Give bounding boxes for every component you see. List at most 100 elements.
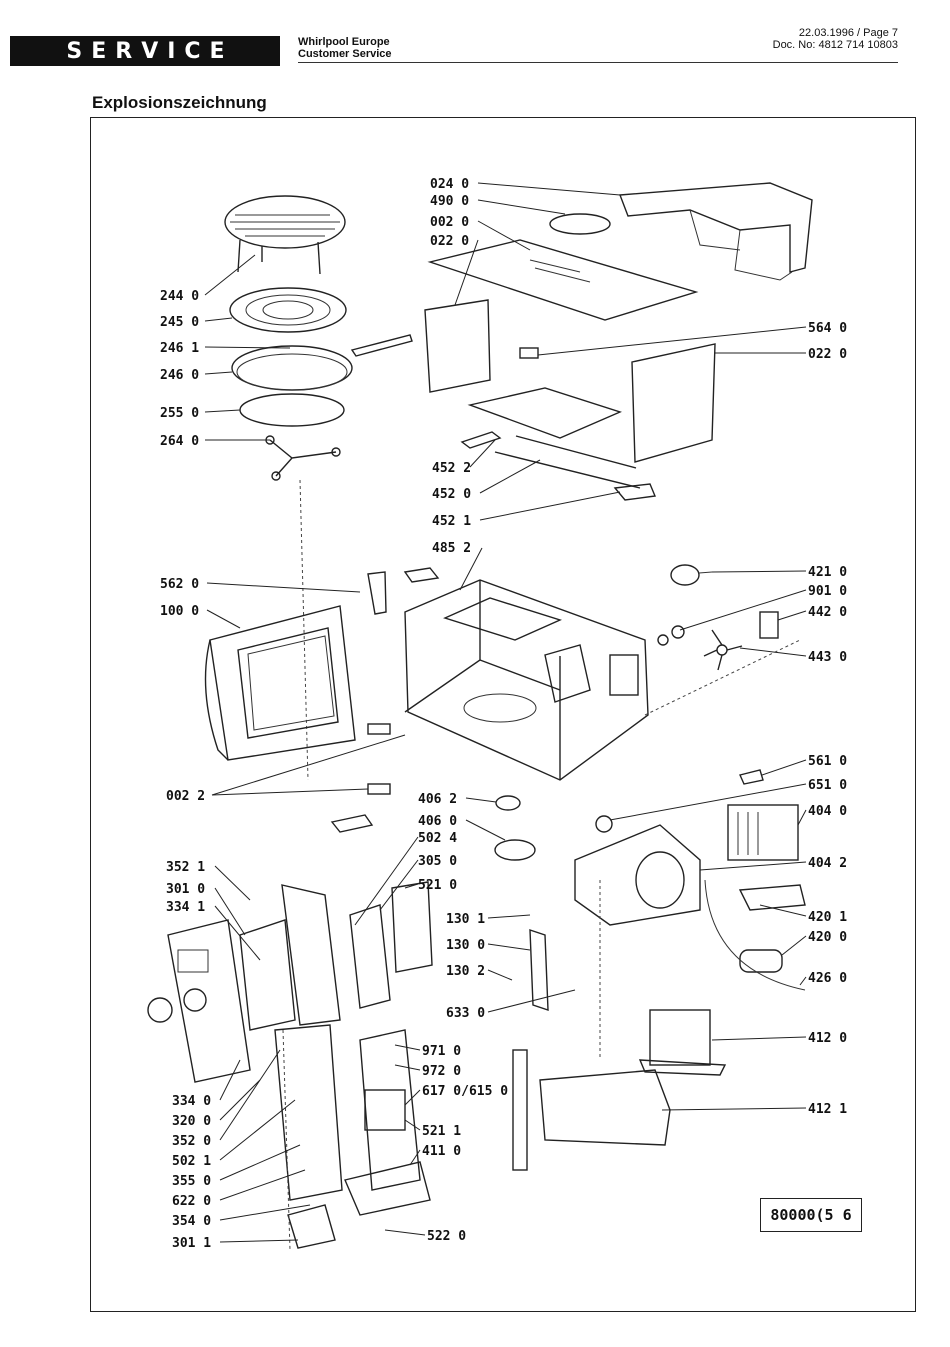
relays-617 <box>364 1089 406 1131</box>
base-plate <box>539 1069 671 1146</box>
fan-blade <box>703 629 743 671</box>
label-490-0: 490 0 <box>430 194 469 209</box>
label-617-0-615-0: 617 0/615 0 <box>422 1084 508 1099</box>
label-354-0: 354 0 <box>172 1214 211 1229</box>
switch-301-1 <box>287 1204 336 1249</box>
coupler-406-2 <box>495 795 521 811</box>
label-562-0: 562 0 <box>160 577 199 592</box>
relay-board <box>359 1029 421 1191</box>
label-404-2: 404 2 <box>808 856 847 871</box>
label-022-0-b: 022 0 <box>808 347 847 362</box>
label-002-2: 002 2 <box>166 789 205 804</box>
label-024-0: 024 0 <box>430 177 469 192</box>
company-line-2: Customer Service <box>298 48 392 60</box>
label-485-2: 485 2 <box>432 541 471 556</box>
label-622-0: 622 0 <box>172 1194 211 1209</box>
service-banner: SERVICE <box>10 36 280 66</box>
label-130-0: 130 0 <box>446 938 485 953</box>
grill-rack <box>224 195 346 275</box>
turntable-tray <box>231 345 353 391</box>
label-245-0: 245 0 <box>160 315 199 330</box>
label-255-0: 255 0 <box>160 406 199 421</box>
label-264-0: 264 0 <box>160 434 199 449</box>
magnetron <box>727 804 799 861</box>
label-564-0: 564 0 <box>808 321 847 336</box>
label-502-4: 502 4 <box>418 831 457 846</box>
label-130-1: 130 1 <box>446 912 485 927</box>
label-651-0: 651 0 <box>808 778 847 793</box>
seal-strip <box>512 1049 528 1171</box>
fan-motor <box>670 564 713 586</box>
section-title: Explosionszeichnung <box>92 93 267 112</box>
label-406-2: 406 2 <box>418 792 457 807</box>
label-411-0: 411 0 <box>422 1144 461 1159</box>
roller-support <box>265 435 341 481</box>
label-022-0-a: 022 0 <box>430 234 469 249</box>
pcb-352-1 <box>281 884 341 1026</box>
label-420-1: 420 1 <box>808 910 847 925</box>
latch-plate-lower <box>367 783 391 795</box>
rod-452 <box>494 451 641 489</box>
fuse-651 <box>595 815 613 833</box>
clip-564 <box>519 347 539 359</box>
bushing-901 <box>657 634 669 646</box>
terminal-block <box>344 1161 431 1216</box>
doc-number: Doc. No: 4812 714 10803 <box>772 39 898 51</box>
diagram-frame <box>90 117 916 1312</box>
waveguide-cover <box>549 213 611 235</box>
label-404-0: 404 0 <box>808 804 847 819</box>
oven-cavity <box>404 579 649 781</box>
bracket-301 <box>239 919 296 1031</box>
bracket-420-1 <box>738 884 806 911</box>
glass-plate <box>239 393 345 427</box>
label-355-0: 355 0 <box>172 1174 211 1189</box>
label-130-2: 130 2 <box>446 964 485 979</box>
label-972-0: 972 0 <box>422 1064 461 1079</box>
label-305-0: 305 0 <box>418 854 457 869</box>
capacitor <box>739 949 783 973</box>
label-901-0: 901 0 <box>808 584 847 599</box>
label-522-0: 522 0 <box>427 1229 466 1244</box>
label-244-0: 244 0 <box>160 289 199 304</box>
label-246-1: 246 1 <box>160 341 199 356</box>
label-100-0: 100 0 <box>160 604 199 619</box>
door-hinge <box>367 571 387 615</box>
pcb-521 <box>391 881 433 973</box>
main-board-502 <box>274 1024 343 1201</box>
transformer <box>638 1009 727 1076</box>
label-561-0: 561 0 <box>808 754 847 769</box>
label-421-0: 421 0 <box>808 565 847 580</box>
label-352-1: 352 1 <box>166 860 205 875</box>
label-443-0: 443 0 <box>808 650 847 665</box>
label-301-0: 301 0 <box>166 882 205 897</box>
crisp-plate <box>229 287 347 333</box>
label-521-1: 521 1 <box>422 1124 461 1139</box>
stirrer-cover <box>467 387 622 439</box>
label-352-0: 352 0 <box>172 1134 211 1149</box>
pcb-305 <box>349 904 391 1009</box>
clip-561 <box>739 769 764 785</box>
label-406-0: 406 0 <box>418 814 457 829</box>
date-page: 22.03.1996 / Page 7 <box>798 27 898 39</box>
label-334-0: 334 0 <box>172 1094 211 1109</box>
leader-lines <box>204 182 807 1243</box>
label-246-0: 246 0 <box>160 368 199 383</box>
bracket-442 <box>759 611 779 639</box>
label-442-0: 442 0 <box>808 605 847 620</box>
door-assembly <box>204 605 356 761</box>
label-320-0: 320 0 <box>172 1114 211 1129</box>
label-633-0: 633 0 <box>446 1006 485 1021</box>
top-plate <box>427 239 699 321</box>
control-panel-fascia <box>147 919 251 1083</box>
label-452-2: 452 2 <box>432 461 471 476</box>
reference-number-box: 80000(5 6 <box>760 1198 862 1232</box>
header-rule <box>298 62 898 63</box>
company-line-1: Whirlpool Europe <box>298 36 390 48</box>
latch-plate-upper <box>367 723 391 735</box>
label-426-0: 426 0 <box>808 971 847 986</box>
chassis-bracket <box>574 824 701 1060</box>
turntable-motor <box>494 839 536 861</box>
label-334-1: 334 1 <box>166 900 205 915</box>
interlock-130 <box>529 929 549 1011</box>
